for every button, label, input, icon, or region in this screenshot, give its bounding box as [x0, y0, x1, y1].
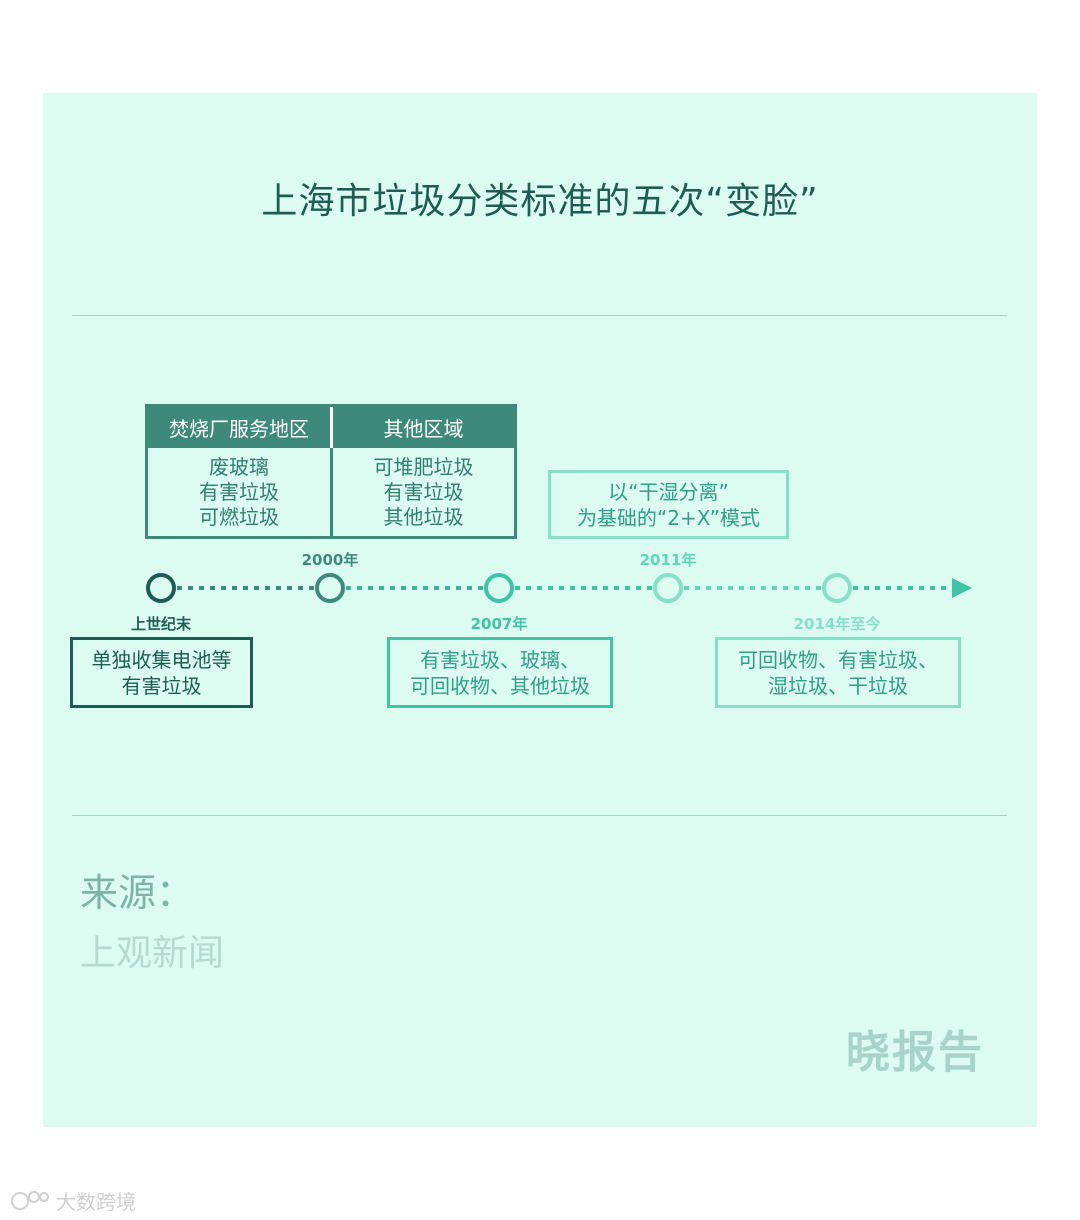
milestone-2007-box: 有害垃圾、玻璃、 可回收物、其他垃圾 [387, 637, 613, 708]
milestone-node [146, 573, 176, 603]
milestone-label-2014: 2014年至今 [793, 615, 881, 633]
watermark: 大数跨境 [10, 1186, 136, 1215]
milestone-2011-line-1: 以“干湿分离” [608, 479, 729, 504]
table-cell: 有害垃圾 [199, 479, 279, 504]
page-title: 上海市垃圾分类标准的五次“变脸” [261, 181, 819, 222]
milestone-node [315, 573, 345, 603]
source-name: 上观新闻 [80, 933, 225, 974]
milestone-late-century-line-2: 有害垃圾 [121, 673, 202, 698]
watermark-logo-icon [11, 1190, 49, 1210]
watermark-text: 大数跨境 [56, 1190, 136, 1214]
table-column-incinerator-area: 废玻璃 有害垃圾 可燃垃圾 [148, 448, 333, 536]
table-cell: 可堆肥垃圾 [373, 454, 474, 479]
milestone-2011-box: 以“干湿分离” 为基础的“2+X”模式 [548, 470, 789, 539]
milestone-label-2007: 2007年 [470, 615, 528, 633]
milestone-2011-line-2: 为基础的“2+X”模式 [576, 505, 761, 530]
milestone-2014-line-1: 可回收物、有害垃圾、 [738, 647, 938, 672]
source-title: 来源： [80, 871, 195, 915]
milestone-label-late-century: 上世纪末 [130, 615, 191, 633]
milestone-2000-table: 焚烧厂服务地区 其他区域 废玻璃 有害垃圾 可燃垃圾 可堆肥垃圾 有害垃圾 其他… [145, 404, 517, 539]
milestone-node [484, 573, 514, 603]
milestone-late-century-box: 单独收集电池等 有害垃圾 [70, 637, 253, 708]
table-column-other-area: 可堆肥垃圾 有害垃圾 其他垃圾 [333, 448, 514, 536]
bottom-divider [72, 815, 1007, 816]
milestone-node [822, 573, 852, 603]
table-cell: 其他垃圾 [383, 504, 464, 529]
table-cell: 有害垃圾 [383, 479, 464, 504]
milestone-label-2011: 2011年 [639, 551, 697, 569]
milestone-2014-box: 可回收物、有害垃圾、 湿垃圾、干垃圾 [715, 637, 961, 708]
table-header-incinerator-area: 焚烧厂服务地区 [148, 407, 333, 448]
milestone-label-2000: 2000年 [301, 551, 359, 569]
milestone-2014-line-2: 湿垃圾、干垃圾 [768, 673, 908, 698]
table-cell: 可燃垃圾 [199, 504, 279, 529]
infographic-card [43, 93, 1037, 1127]
timeline-arrow-icon [952, 578, 972, 598]
table-cell: 废玻璃 [209, 454, 269, 479]
brand-logo: 晓报告 [846, 1027, 984, 1078]
milestone-late-century-line-1: 单独收集电池等 [91, 647, 232, 672]
top-divider [72, 315, 1007, 316]
milestone-node [653, 573, 683, 603]
table-header-other-area: 其他区域 [333, 407, 514, 448]
milestone-2007-line-2: 可回收物、其他垃圾 [410, 673, 590, 698]
milestone-2007-line-1: 有害垃圾、玻璃、 [420, 647, 580, 672]
